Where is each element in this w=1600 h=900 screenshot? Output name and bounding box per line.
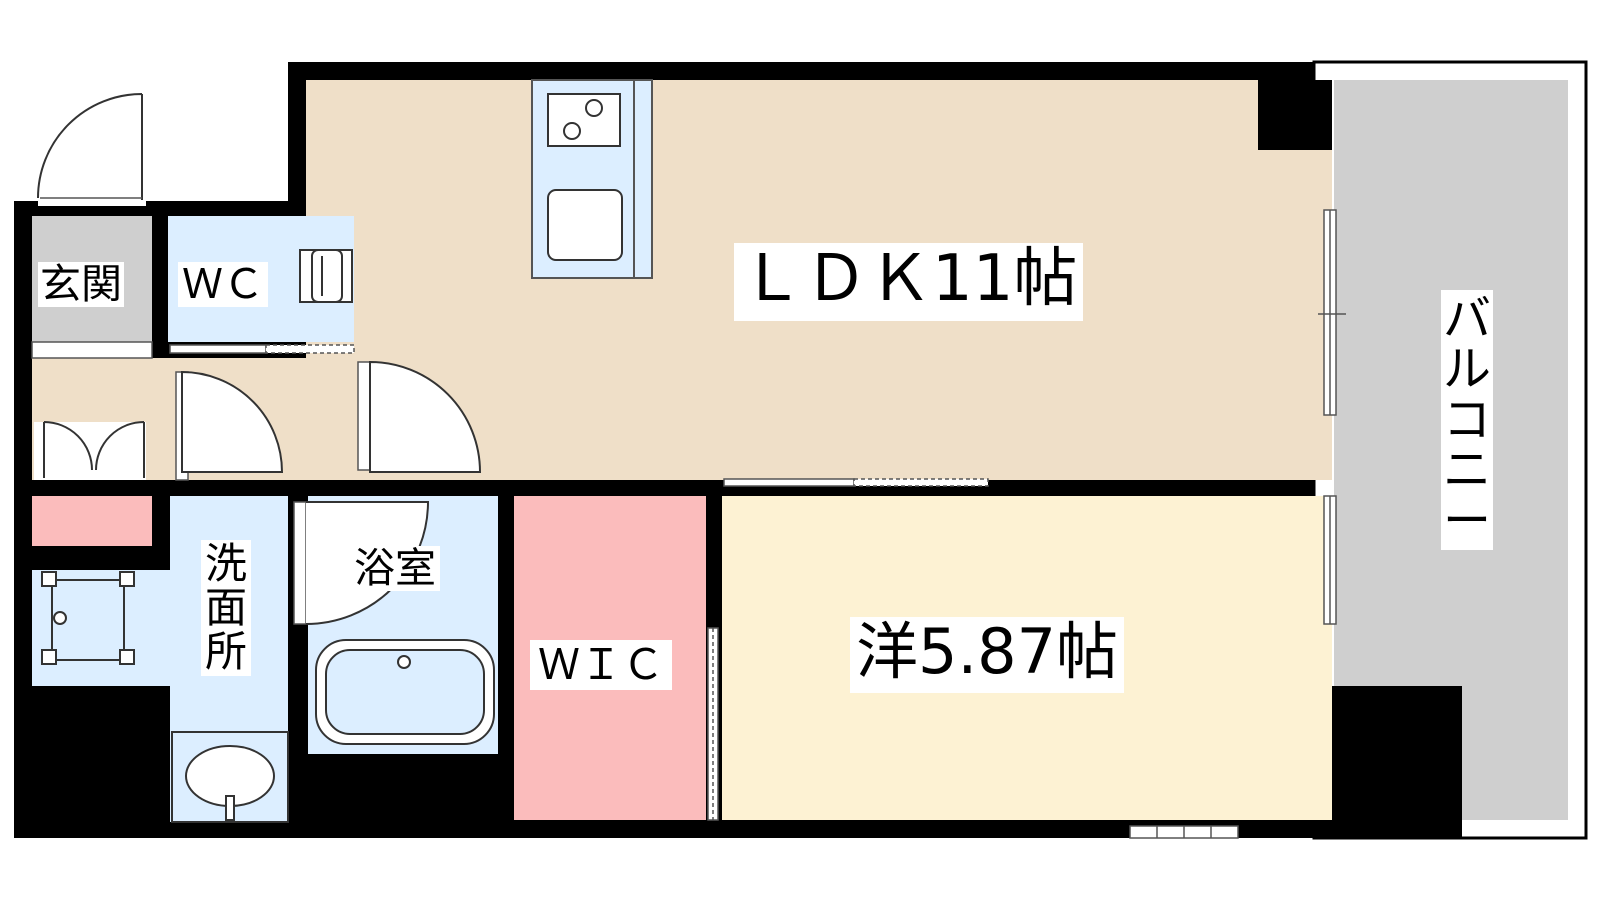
- drain-icon: [397, 655, 411, 669]
- burner-icon: [563, 122, 581, 140]
- shoe-cabinet: [34, 422, 146, 480]
- washroom-door-swing: [181, 370, 284, 473]
- room-label-wic: ＷＩＣ: [530, 640, 673, 690]
- vertical-char: 面: [204, 583, 247, 633]
- sink-icon: [547, 189, 623, 261]
- bathtub-inner: [325, 649, 485, 735]
- vertical-char: コ: [1442, 391, 1491, 448]
- kitchen-backsplash: [633, 79, 653, 279]
- vertical-char: 洗: [204, 539, 247, 588]
- vertical-char: ル: [1442, 341, 1491, 398]
- room-label-western: 洋5.87帖: [850, 617, 1125, 693]
- ldk-door: [357, 361, 371, 471]
- sliding-door: [723, 478, 855, 487]
- room-label-balcony: バルコニー: [1441, 290, 1493, 550]
- room-label-ldk: ＬＤＫ11帖: [734, 243, 1084, 321]
- storage-shelf: [32, 496, 152, 546]
- vertical-char: ニ: [1442, 442, 1491, 499]
- vertical-char: 所: [204, 627, 247, 677]
- vertical-char: ー: [1442, 492, 1491, 549]
- wc-sliding-door: [265, 344, 355, 354]
- front-door-opening: [38, 196, 146, 206]
- washing-machine-icon: [51, 579, 125, 661]
- wc-sliding-door: [169, 344, 267, 354]
- hallway-floor-ext: [340, 358, 360, 480]
- cabinet-door-swing: [95, 421, 145, 478]
- burner-icon: [585, 99, 603, 117]
- room-label-washroom: 洗面所: [201, 539, 251, 677]
- cabinet-door-swing: [43, 421, 93, 478]
- room-label-wc: ＷＣ: [178, 262, 268, 307]
- bathroom-door: [293, 501, 307, 625]
- stove-icon: [547, 93, 621, 147]
- ldk-door-swing: [369, 360, 482, 473]
- ldk-corner-pillar: [1258, 80, 1332, 150]
- balcony-column: [1314, 686, 1462, 838]
- front-door-swing: [37, 93, 143, 200]
- room-label-entrance: 玄関: [38, 260, 124, 308]
- faucet-icon: [225, 795, 235, 821]
- sliding-door: [853, 478, 989, 487]
- room-label-bathroom: 浴室: [350, 546, 440, 591]
- vertical-char: バ: [1442, 291, 1491, 347]
- entrance-step: [31, 341, 153, 359]
